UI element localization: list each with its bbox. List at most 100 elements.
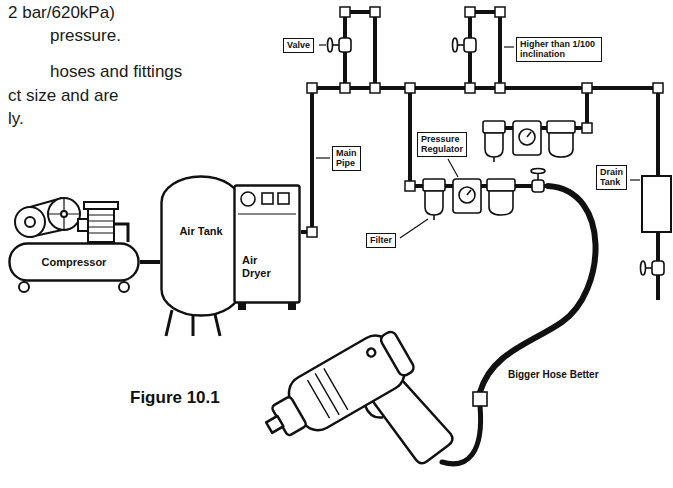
callout-box: Higher than 1/100 inclination — [516, 37, 602, 62]
callout-box: Pressure Regulator — [417, 132, 467, 157]
leader-line — [400, 219, 428, 238]
pipe-fitting — [495, 7, 505, 17]
document-text: hoses and fittings — [50, 62, 182, 82]
dryer-foot — [288, 303, 296, 310]
air-pipe — [301, 12, 658, 300]
figure-caption: Figure 10.1 — [130, 388, 220, 408]
air-pipe-connector — [140, 260, 160, 264]
air-pipe — [575, 88, 587, 128]
pipe-fitting — [340, 83, 350, 93]
filter-regulator-lubricator — [425, 191, 443, 215]
leader-line — [448, 159, 458, 177]
pipe-fitting — [340, 7, 350, 17]
air-dryer-outline — [233, 184, 301, 304]
node-text: Pressure Regulator — [421, 134, 463, 154]
pipe-fitting — [495, 83, 505, 93]
air-tank: Air Tank — [160, 175, 242, 317]
air-hose — [442, 186, 596, 464]
drain-tank — [642, 176, 671, 232]
pipe-fitting — [653, 83, 663, 93]
valve — [532, 180, 544, 192]
filter-regulator-lubricator — [483, 121, 575, 162]
impact-wrench — [366, 347, 377, 358]
valve — [464, 38, 476, 52]
tank-leg — [166, 310, 172, 336]
node-text: Drain Tank — [600, 167, 623, 187]
dryer-panel — [238, 214, 296, 215]
impact-wrench — [255, 325, 459, 488]
dryer-foot — [238, 303, 296, 310]
compressor-illustration — [15, 207, 45, 237]
leader-line — [319, 44, 326, 45]
node-text: Valve — [287, 40, 310, 50]
valve — [453, 38, 458, 52]
pipe-fitting — [307, 83, 317, 93]
pipe-fitting — [405, 83, 415, 93]
filter-regulator-lubricator — [453, 179, 481, 213]
pipe-fitting — [465, 83, 475, 93]
valve — [641, 261, 646, 275]
filter-regulator-lubricator — [459, 187, 475, 203]
callout-box: Valve — [283, 38, 314, 53]
compressor-illustration — [88, 215, 114, 233]
compressor-illustration — [114, 224, 128, 242]
dryer-panel — [262, 193, 273, 204]
filter-regulator-lubricator — [487, 179, 515, 191]
document-text: pressure. — [50, 26, 121, 46]
impact-wrench — [266, 416, 283, 433]
compressor-tank: Compressor — [8, 242, 140, 282]
leader-line — [504, 46, 514, 47]
dryer-foot — [238, 303, 246, 310]
valve — [328, 38, 665, 275]
valve — [652, 261, 664, 275]
compressor-illustration — [48, 198, 80, 230]
impact-wrench — [307, 368, 348, 420]
pipe-fitting — [582, 123, 592, 133]
filter-regulator-lubricator — [467, 190, 471, 195]
compressor-illustration — [119, 282, 129, 292]
tank-leg — [192, 314, 195, 336]
impact-wrench — [379, 330, 416, 378]
compressor-tank-body — [10, 244, 139, 281]
compressor-illustration — [19, 282, 29, 292]
dryer-panel — [241, 192, 255, 206]
compressor-illustration — [48, 198, 80, 230]
pipe-fitting — [307, 227, 317, 237]
compressor-illustration — [61, 211, 67, 217]
node-text: Air Dryer — [242, 254, 271, 279]
air-pipe — [301, 88, 658, 232]
valve — [339, 38, 351, 52]
pipe-fitting — [307, 7, 663, 237]
filter-regulator-lubricator — [489, 191, 513, 215]
pipe-fitting — [370, 83, 380, 93]
valve — [531, 169, 545, 174]
air-tank-body — [162, 177, 241, 316]
dryer-panel — [278, 193, 289, 204]
callout-box: Drain Tank — [596, 165, 627, 190]
pipe-fitting — [582, 83, 592, 93]
filter-regulator-lubricator — [433, 215, 435, 220]
compressor-illustration — [84, 202, 118, 209]
leader-line — [316, 45, 640, 238]
callout-box: Main Pipe — [332, 146, 361, 171]
pipe-fitting — [405, 181, 415, 191]
callout-box: Filter — [366, 233, 396, 248]
air-tank-outline — [160, 175, 242, 317]
compressor-illustration — [88, 208, 114, 242]
dryer-panel — [238, 192, 296, 214]
node-text: Main Pipe — [336, 148, 357, 168]
air-hose — [480, 186, 596, 392]
hose-fitting — [473, 392, 487, 406]
node-text: Filter — [370, 235, 392, 245]
hose-note: Bigger Hose Better — [508, 369, 599, 381]
node-text: Compressor — [42, 256, 107, 269]
document-text: 2 bar/620kPa) — [8, 3, 115, 23]
filter-regulator-lubricator — [423, 179, 515, 220]
leader-line — [630, 179, 640, 180]
impact-wrench — [365, 401, 383, 423]
filter-regulator-lubricator — [423, 179, 445, 191]
pipe-fitting — [465, 7, 475, 17]
node-text: Air Tank — [160, 225, 242, 238]
document-text: ct size and are — [8, 86, 119, 106]
